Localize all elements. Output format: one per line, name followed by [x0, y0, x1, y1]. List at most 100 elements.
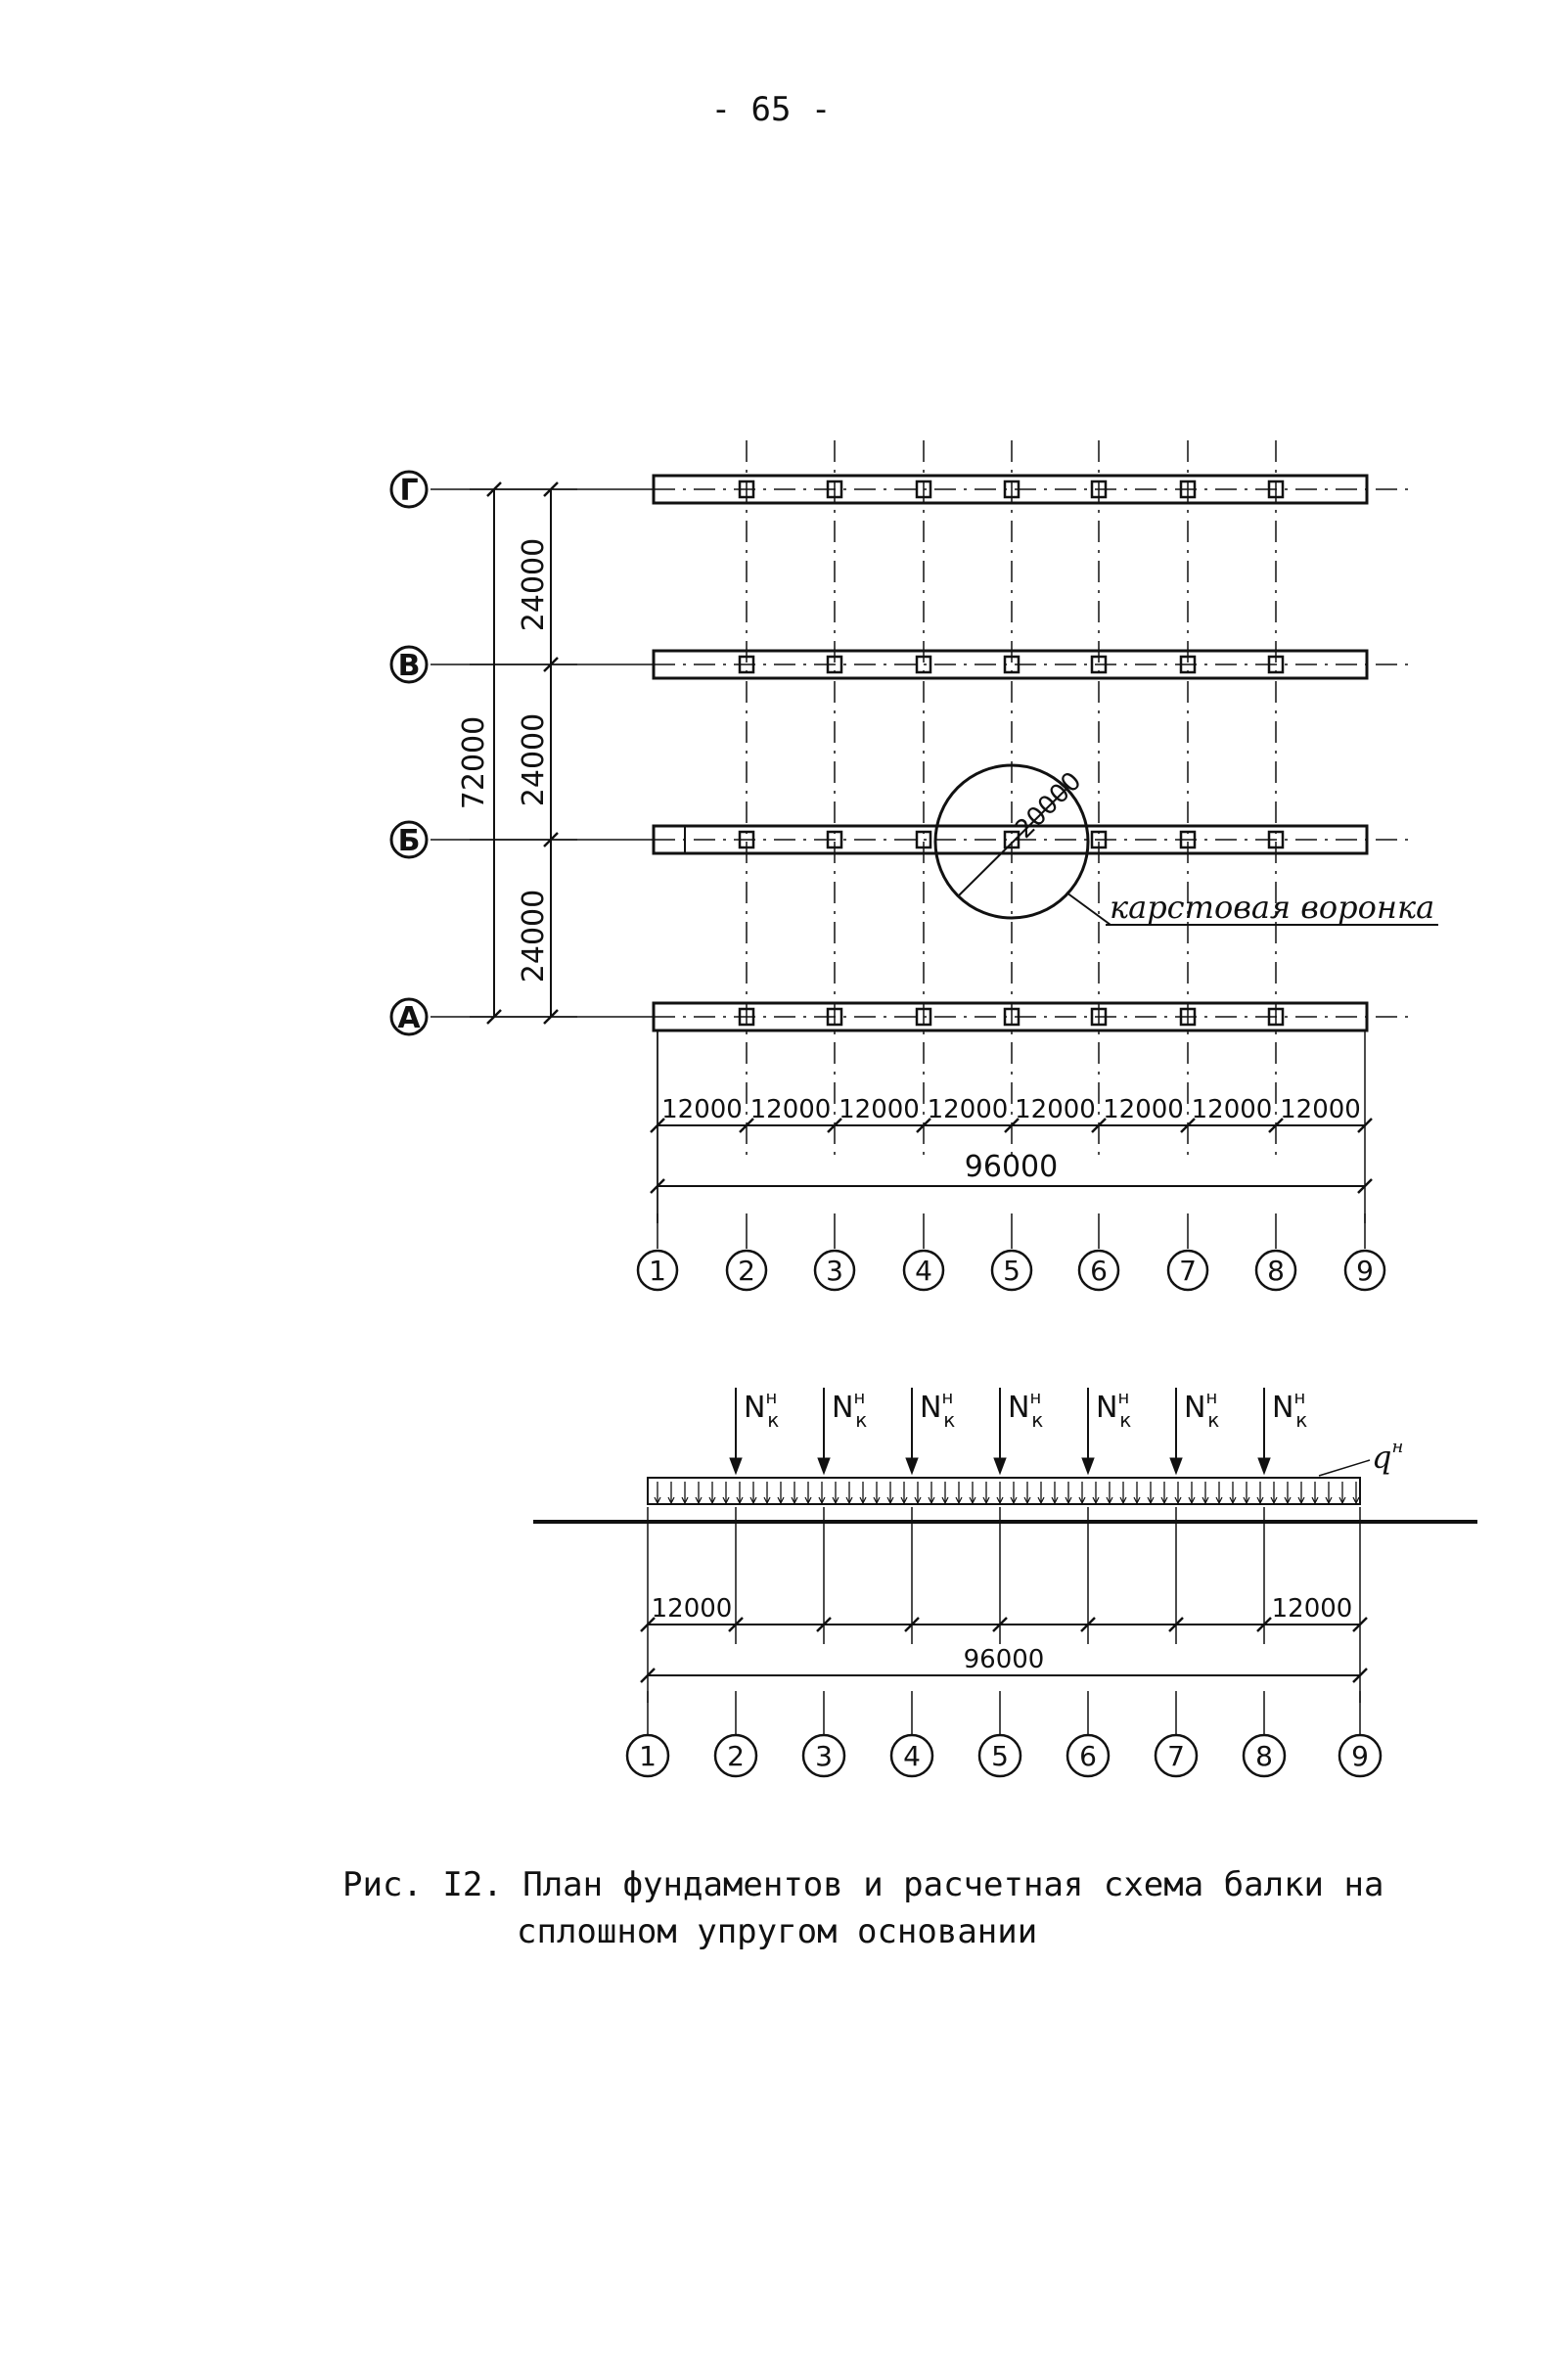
column-marker-4 [902, 1249, 945, 1292]
column-pad [826, 1007, 843, 1027]
span-label-1: 12000 [661, 1095, 743, 1124]
foundation-beam-row-a [652, 1001, 1369, 1032]
dim-tick [728, 1617, 744, 1632]
distributed-load-arrowhead [722, 1496, 730, 1505]
karst-diameter-label: 20000 [1010, 766, 1088, 845]
row-marker-row-v [389, 645, 429, 684]
distributed-load-arrowhead [1065, 1496, 1072, 1505]
distributed-load-arrowhead [1023, 1496, 1031, 1505]
distributed-load-arrowhead [1202, 1496, 1209, 1505]
dim-tick [1352, 1617, 1368, 1632]
column-pad [1179, 655, 1197, 674]
distributed-load-arrowhead [1010, 1496, 1018, 1505]
scheme-column-marker-9 [1338, 1733, 1383, 1778]
column-marker-7 [1166, 1249, 1209, 1292]
distributed-load-arrowhead [941, 1496, 949, 1505]
column-pad [1179, 480, 1197, 499]
scheme-column-marker-4 [889, 1733, 934, 1778]
column-label-6: 6 [1090, 1255, 1108, 1287]
dim-tick [916, 1118, 931, 1133]
column-pad [826, 480, 843, 499]
scheme-end-span-right: 12000 [1272, 1594, 1353, 1624]
column-pad [826, 830, 843, 849]
column-pad [1267, 480, 1285, 499]
scheme-column-marker-5 [977, 1733, 1022, 1778]
load-arrowhead [1081, 1457, 1095, 1476]
row-spacing-label-1: 24000 [517, 538, 551, 631]
dim-tick [816, 1617, 832, 1632]
column-pad [915, 1007, 932, 1027]
load-arrowhead [817, 1457, 831, 1476]
column-pad [1090, 655, 1108, 674]
scheme-column-label-6: 6 [1079, 1740, 1097, 1772]
scheme-column-label-3: 3 [815, 1740, 833, 1772]
dim-tick [1357, 1118, 1373, 1133]
foundation-beam-row-b [652, 824, 1369, 855]
column-marker-2 [725, 1249, 768, 1292]
scheme-column-label-5: 5 [991, 1740, 1009, 1772]
column-marker-6 [1077, 1249, 1120, 1292]
dim-tick [992, 1617, 1008, 1632]
distributed-load-arrowhead [873, 1496, 881, 1505]
dim-tick [1180, 1118, 1196, 1133]
row-marker-row-a [389, 997, 429, 1036]
distributed-load-arrowhead [1160, 1496, 1168, 1505]
distributed-load-arrowhead [859, 1496, 867, 1505]
karst-diameter-line [958, 786, 1069, 896]
distributed-load-arrowhead [1284, 1496, 1292, 1505]
column-pad [1179, 830, 1197, 849]
column-pad [1003, 655, 1020, 674]
column-pad [738, 1007, 755, 1027]
scheme-column-label-7: 7 [1167, 1740, 1185, 1772]
row-marker-row-g [389, 470, 429, 509]
dim-tick [1268, 1118, 1284, 1133]
scheme-column-marker-6 [1066, 1733, 1111, 1778]
column-pad [1090, 1007, 1108, 1027]
distributed-load-label: qн [1372, 1437, 1403, 1476]
distributed-load-arrowhead [708, 1496, 716, 1505]
distributed-load-arrowhead [928, 1496, 935, 1505]
row-spacing-label-3: 24000 [517, 890, 551, 983]
distributed-load-arrowhead [1078, 1496, 1086, 1505]
column-pad [826, 655, 843, 674]
span-label-8: 12000 [1280, 1095, 1361, 1124]
scheme-column-marker-2 [713, 1733, 758, 1778]
distributed-load-arrowhead [1352, 1496, 1360, 1505]
dim-tick [1080, 1617, 1096, 1632]
distributed-load-arrowhead [969, 1496, 976, 1505]
distributed-load-band [647, 1477, 1361, 1505]
column-label-8: 8 [1267, 1255, 1285, 1287]
distributed-load-arrowhead [982, 1496, 990, 1505]
distributed-load-arrowhead [1229, 1496, 1237, 1505]
figure-caption-line-1: Рис. I2. План фундаментов и расчетная сх… [342, 1865, 1384, 1904]
row-marker-row-b [389, 820, 429, 859]
total-height-label: 72000 [457, 716, 491, 809]
row-label-row-g: Г [399, 474, 418, 508]
column-pad [738, 830, 755, 849]
scheme-column-marker-3 [801, 1733, 846, 1778]
distributed-load-leader [1318, 1459, 1371, 1477]
column-label-2: 2 [738, 1255, 755, 1287]
scheme-column-label-4: 4 [903, 1740, 921, 1772]
foundation-beam-row-g [652, 474, 1369, 505]
dim-tick [904, 1617, 920, 1632]
row-label-row-v: В [398, 649, 421, 683]
distributed-load-arrowhead [1037, 1496, 1045, 1505]
column-pad [1003, 1007, 1020, 1027]
distributed-load-arrowhead [1270, 1496, 1278, 1505]
load-arrowhead [1169, 1457, 1183, 1476]
distributed-load-arrowhead [804, 1496, 812, 1505]
column-marker-8 [1254, 1249, 1297, 1292]
dim-tick [1091, 1118, 1107, 1133]
distributed-load-arrowhead [1215, 1496, 1223, 1505]
span-label-3: 12000 [839, 1095, 920, 1124]
